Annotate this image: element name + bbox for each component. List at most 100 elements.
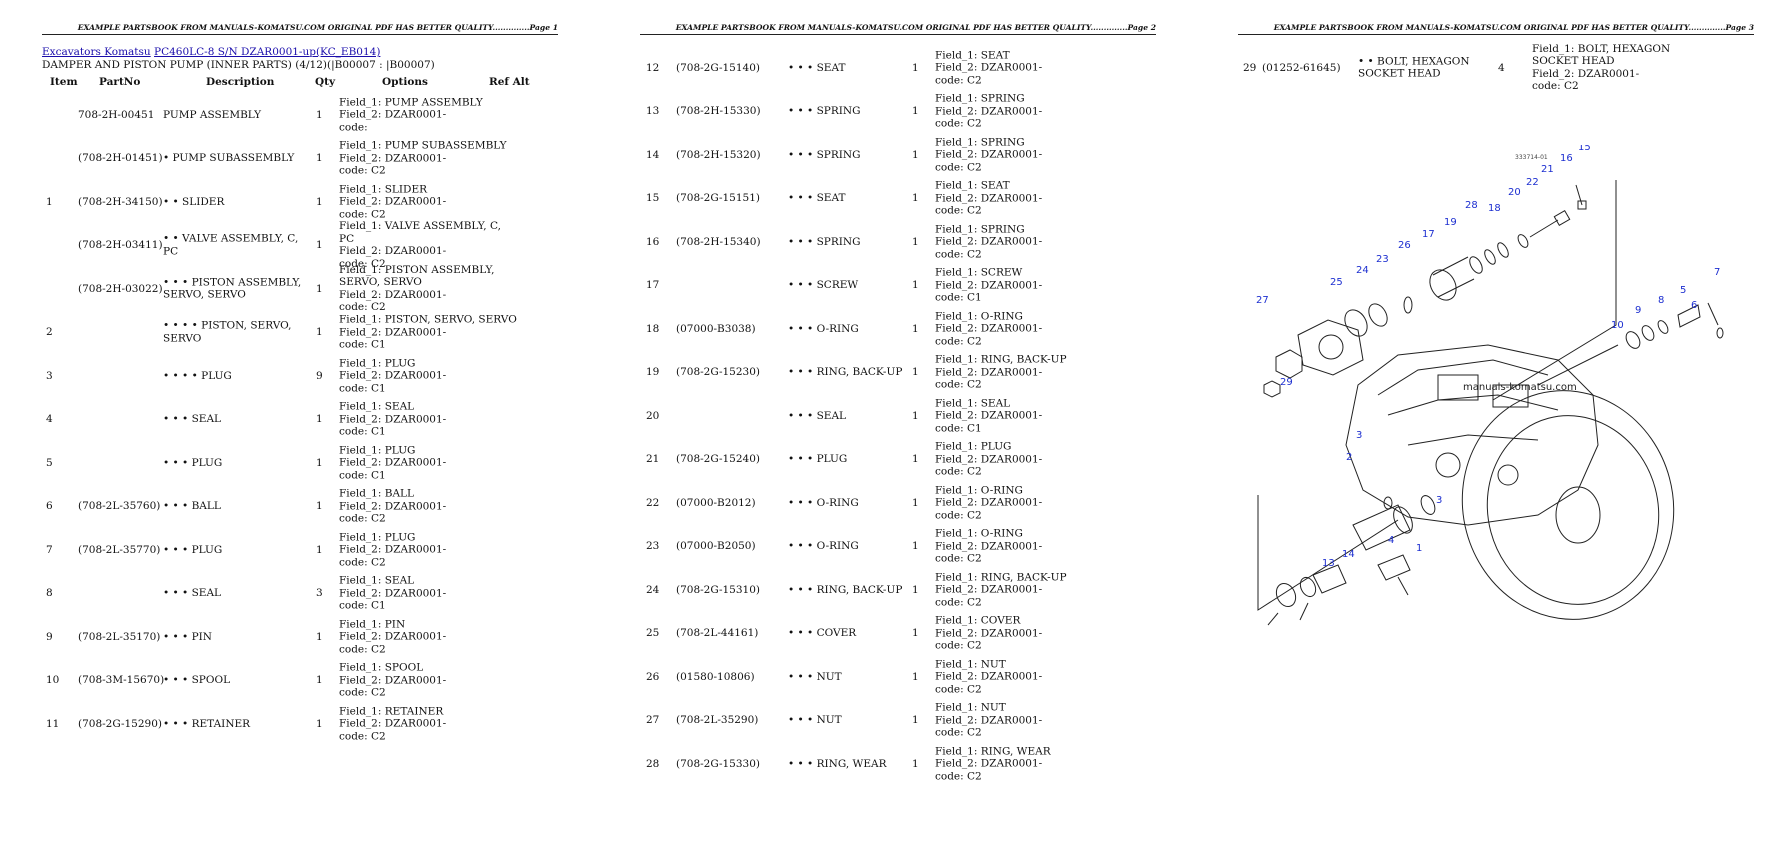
option-line: code: C2 <box>935 552 982 565</box>
breadcrumb-link-category[interactable]: Excavators Komatsu <box>42 46 151 58</box>
option-line: Field_2: DZAR0001- <box>935 627 1043 639</box>
option-line: code: C2 <box>339 164 386 177</box>
lower-spool-assembly <box>1267 495 1436 626</box>
part-quantity: 9 <box>316 369 323 382</box>
part-number: (708-2G-15151) <box>676 192 760 204</box>
callout-label: 3 <box>1436 495 1442 506</box>
callout-label: 16 <box>1560 153 1573 164</box>
col-options: Options <box>382 76 428 88</box>
part-number: (708-2L-35770) <box>78 543 161 556</box>
breadcrumb-link-model[interactable]: PC460LC-8 S/N DZAR0001-up(KC_EB014) <box>154 46 381 58</box>
part-number: (708-2H-34150) <box>78 195 163 208</box>
option-line: code: <box>339 121 368 133</box>
item-number: 22 <box>646 496 660 509</box>
option-line: Field_2: DZAR0001- <box>935 540 1043 552</box>
option-line: Field_2: DZAR0001- <box>935 148 1043 161</box>
item-number: 19 <box>646 366 660 378</box>
option-line: code: C2 <box>935 726 982 739</box>
option-line: Field_2: DZAR0001- <box>339 288 447 301</box>
option-line: code: C2 <box>935 204 982 217</box>
option-line: Field_1: VALVE ASSEMBLY, C, <box>339 220 501 233</box>
option-line: Field_2: DZAR0001- <box>935 366 1043 378</box>
part-quantity: 1 <box>912 322 919 335</box>
part-number: (708-3M-15670) <box>78 674 165 686</box>
part-description: • • VALVE ASSEMBLY, C, PC <box>163 232 299 258</box>
option-line: Field_1: PUMP SUBASSEMBLY <box>339 139 507 152</box>
option-line: Field_1: NUT <box>935 701 1006 714</box>
part-quantity: 1 <box>912 192 919 204</box>
part-quantity: 1 <box>912 366 919 378</box>
option-line: Field_2: DZAR0001- <box>935 453 1043 465</box>
page-number: Page 3 <box>1725 23 1755 32</box>
part-number: (708-2H-15330) <box>676 105 761 117</box>
item-number: 23 <box>646 540 660 552</box>
part-quantity: 1 <box>912 235 919 248</box>
part-number: (708-2H-01451) <box>78 152 163 164</box>
diagram-watermark: manuals-komatsu.com <box>1463 382 1577 393</box>
item-number: 17 <box>646 279 660 291</box>
option-line: code: C1 <box>339 425 386 438</box>
option-line: Field_1: PLUG <box>339 444 416 456</box>
breadcrumb: Excavators Komatsu PC460LC-8 S/N DZAR000… <box>42 46 558 59</box>
callout-label: 3 <box>1356 430 1362 441</box>
option-line: Field_1: PLUG <box>935 440 1012 453</box>
callout-label: 7 <box>1714 267 1720 278</box>
part-number: (708-2H-15340) <box>676 235 761 248</box>
part-number: (708-2L-35170) <box>78 630 161 643</box>
option-line: Field_1: RING, BACK-UP <box>935 571 1067 583</box>
option-line: code: C2 <box>339 257 386 270</box>
callout-label: 27 <box>1256 295 1269 306</box>
part-quantity: 1 <box>316 195 323 208</box>
part-quantity: 1 <box>912 627 919 639</box>
item-number: 5 <box>46 456 53 469</box>
part-quantity: 1 <box>316 413 323 425</box>
part-quantity: 1 <box>912 453 919 465</box>
item-number: 15 <box>646 192 660 204</box>
option-line: Field_1: BALL <box>339 487 414 500</box>
option-line: code: C2 <box>935 161 982 173</box>
col-ref-alt: Ref Alt <box>489 76 530 88</box>
item-number: 2 <box>46 326 53 338</box>
option-line: Field_2: DZAR0001- <box>339 587 447 599</box>
part-quantity: 1 <box>316 500 323 512</box>
option-line: Field_1: SPOOL <box>339 661 424 674</box>
option-line: Field_1: PISTON ASSEMBLY, <box>339 263 495 276</box>
callout-label: 25 <box>1330 277 1343 288</box>
part-quantity: 1 <box>316 630 323 643</box>
part-quantity: 1 <box>316 239 323 251</box>
table-row: 29(01252-61645)• • BOLT, HEXAGON SOCKET … <box>1238 43 1754 93</box>
part-quantity: 1 <box>912 279 919 291</box>
option-line: Field_2: DZAR0001- <box>935 322 1043 335</box>
table-header: Item PartNo Description Qty Options Ref … <box>42 76 558 90</box>
item-number: 18 <box>646 322 660 335</box>
part-number: (708-2L-35290) <box>676 714 759 726</box>
option-line: Field_1: BOLT, HEXAGON <box>1532 42 1671 55</box>
part-quantity: 1 <box>316 108 323 121</box>
part-number: (708-2G-15240) <box>676 453 760 465</box>
callout-label: 15 <box>1578 145 1591 153</box>
